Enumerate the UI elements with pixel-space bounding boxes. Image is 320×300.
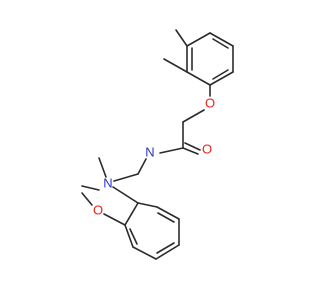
- bond: [81, 192, 93, 206]
- bond: [112, 186, 139, 204]
- bond: [137, 158, 147, 175]
- bonds: [81, 29, 234, 260]
- molecule-structure-diagram: O O N N O: [81, 29, 234, 260]
- bond: [124, 224, 134, 248]
- aromatic-inner-bond: [156, 242, 175, 254]
- bond: [156, 206, 180, 220]
- bond: [81, 185, 100, 191]
- bond: [209, 32, 234, 47]
- bond: [137, 202, 158, 208]
- carbonyl-bond: [184, 142, 201, 151]
- bond: [103, 213, 126, 226]
- bond: [186, 32, 211, 47]
- methoxy-oxygen-label: O: [93, 203, 103, 218]
- aromatic-inner-bond: [129, 228, 138, 245]
- methyl-bond: [163, 58, 188, 73]
- bond: [159, 147, 184, 154]
- carbonyl-oxygen-label: O: [202, 142, 212, 157]
- ether-oxygen-label: O: [205, 96, 215, 111]
- aromatic-inner-bond: [157, 212, 175, 223]
- bond: [182, 109, 205, 123]
- aromatic-inner-bond: [212, 69, 229, 80]
- carbonyl-bond: [182, 147, 199, 155]
- bond: [124, 202, 139, 226]
- amide-nitrogen-label: N: [145, 145, 154, 160]
- bond: [155, 244, 180, 260]
- atom-labels: O O N N O: [93, 96, 215, 218]
- bond: [113, 173, 139, 182]
- aromatic-inner-bond: [212, 38, 229, 49]
- bond: [98, 157, 107, 178]
- bond: [132, 246, 157, 260]
- amine-nitrogen-label: N: [103, 176, 112, 191]
- bond: [209, 71, 234, 86]
- methyl-bond: [175, 29, 188, 47]
- bond: [186, 71, 211, 86]
